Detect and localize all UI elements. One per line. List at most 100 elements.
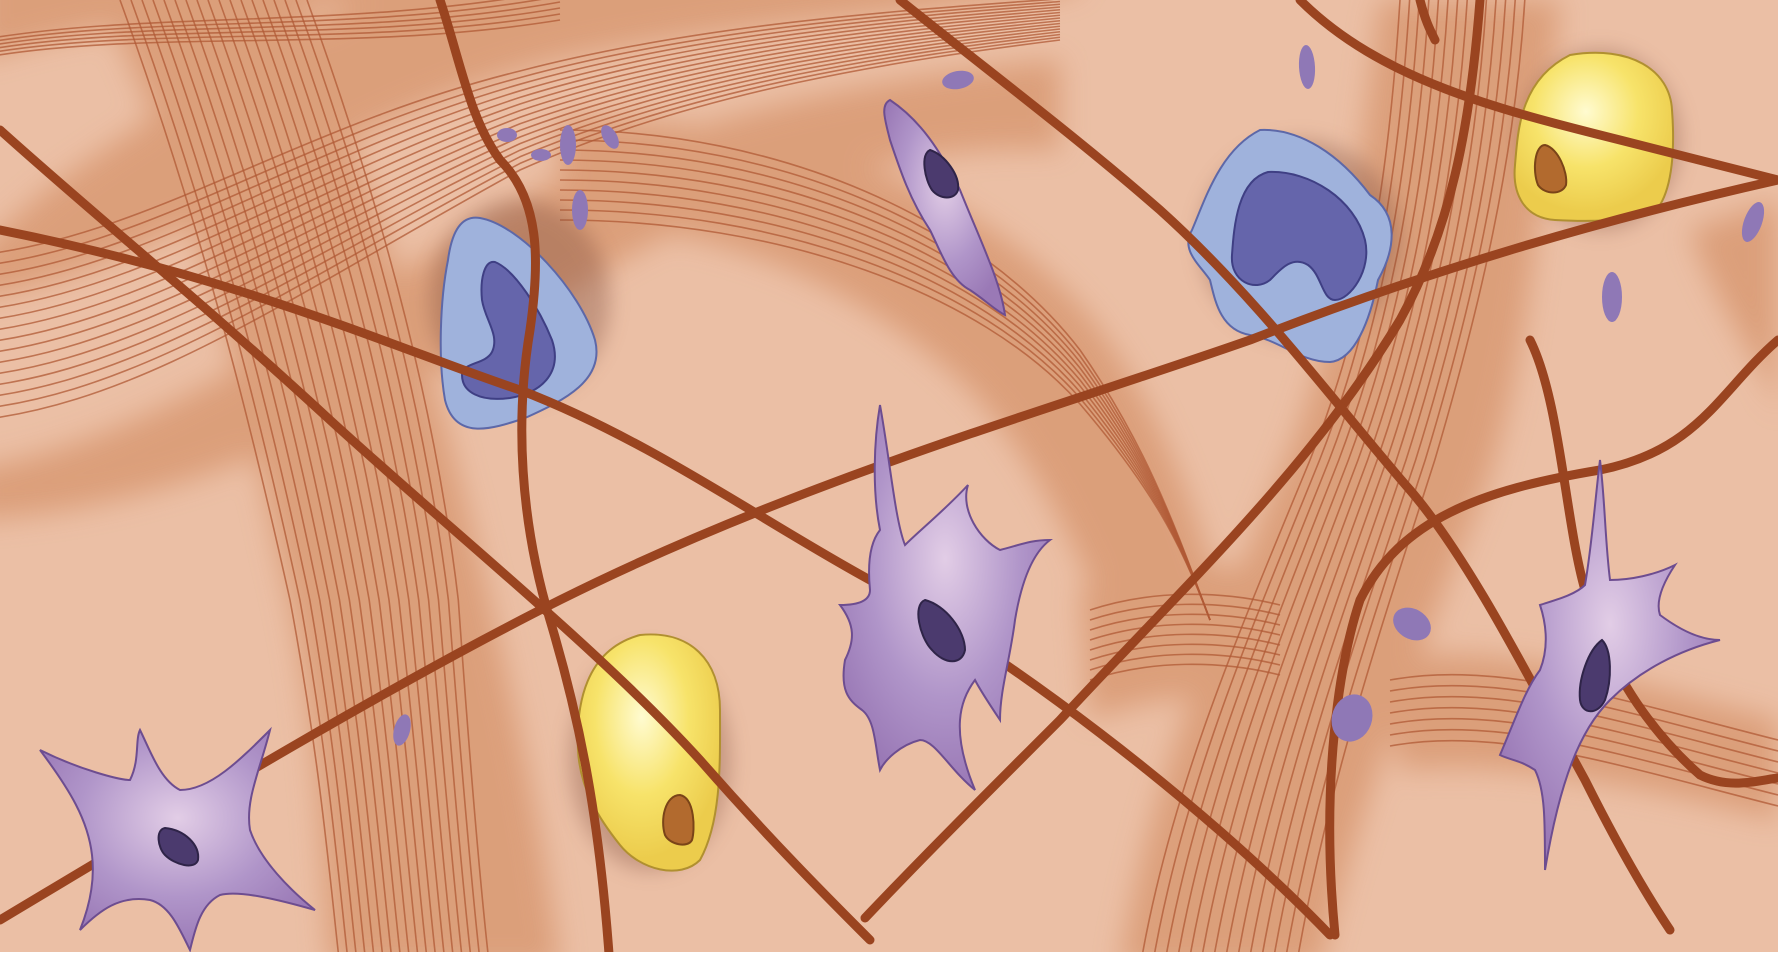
fibroblast-nucleus	[1578, 638, 1611, 713]
collagen-fiber	[1139, 0, 1401, 968]
collagen-fiber	[295, 0, 482, 968]
collagen-fiber	[0, 36, 1061, 408]
granule	[601, 125, 619, 149]
collagen-fiber	[559, 219, 1211, 621]
fibroblast-nucleus	[917, 598, 967, 663]
collagen-bundle	[100, 0, 560, 968]
collagen-fiber	[0, 0, 505, 38]
granule	[1393, 607, 1431, 641]
collagen-fiber	[1089, 623, 1281, 641]
collagen-fiber	[0, 11, 1061, 309]
elastic-fiber	[435, 0, 615, 968]
collagen-fiber	[130, 0, 350, 968]
macrophage-nucleus	[1230, 170, 1368, 302]
granule	[1331, 694, 1373, 742]
granule	[1741, 202, 1765, 242]
collagen-fiber	[1089, 643, 1281, 661]
collagen-fiber	[119, 0, 341, 968]
collagen-fiber	[262, 0, 456, 968]
collagen-bundle	[0, 0, 386, 54]
collagen-fiber	[0, 3, 1061, 276]
collagen-bundle	[560, 119, 1230, 651]
macrophage-nucleus	[460, 260, 556, 400]
granule	[531, 149, 551, 161]
elastic-fiber	[0, 125, 875, 945]
collagen-fiber	[152, 0, 368, 968]
granule	[1298, 45, 1316, 89]
bottom-edge	[0, 952, 1778, 968]
collagen-fiber	[306, 0, 491, 968]
collagen-fiber	[0, 30, 1061, 386]
elastic-fiber	[1295, 0, 1778, 185]
collagen-bundle	[1690, 200, 1778, 420]
collagen-fiber	[0, 7, 561, 49]
elastic-fiber	[1325, 335, 1778, 940]
adipocyte-nucleus	[1533, 143, 1568, 194]
granules	[393, 45, 1765, 746]
collagen-fiber	[0, 33, 1061, 397]
collagen-fiber	[1089, 613, 1281, 631]
collagen-fiber	[1187, 0, 1440, 968]
elastic-fiber	[0, 225, 1335, 940]
fibroblast-body	[838, 404, 1053, 791]
collagen-fiber	[1211, 0, 1459, 968]
granule	[560, 125, 576, 165]
granule	[497, 128, 517, 142]
collagen-fiber	[0, 14, 1061, 320]
collagen-fiber	[0, 19, 1061, 342]
collagen-fiber	[251, 0, 447, 968]
fibroblast-nucleus	[157, 826, 200, 867]
collagen-fiber	[0, 17, 1061, 331]
collagen-fiber	[0, 0, 1061, 265]
collagen-fiber	[284, 0, 473, 968]
collagen-fiber	[163, 0, 376, 968]
granule	[1602, 272, 1622, 322]
granule	[572, 190, 588, 230]
collagen-fiber	[1089, 633, 1281, 651]
collagen-fiber	[1089, 603, 1281, 621]
collagen-fiber	[0, 0, 542, 42]
collagen-fiber	[1259, 0, 1497, 968]
collagen-fiber	[273, 0, 464, 968]
fibroblast-cell	[1498, 459, 1721, 871]
fibroblast-cell	[883, 98, 1007, 317]
collagen-fiber	[174, 0, 385, 968]
collagen-fiber	[1089, 663, 1281, 681]
collagen-fiber	[0, 39, 1061, 419]
collagen-bundle	[1080, 566, 1290, 720]
collagen-fiber	[0, 0, 1054, 254]
collagen-fiber	[1199, 0, 1449, 968]
collagen-fiber	[1175, 0, 1430, 968]
collagen-fiber	[240, 0, 438, 968]
adipocyte-nucleus	[662, 793, 695, 846]
fibroblast-cell	[838, 404, 1053, 791]
collagen-fiber	[1247, 0, 1488, 968]
elastic-fiber	[895, 0, 1675, 935]
fibroblasts	[39, 98, 1721, 953]
collagen-fiber	[1271, 0, 1507, 968]
collagen-fiber	[1283, 0, 1516, 968]
collagen-fiber	[1223, 0, 1468, 968]
collagen-fiber	[141, 0, 359, 968]
collagen-fiber	[229, 0, 429, 968]
adipocyte-cell	[576, 633, 722, 872]
collagen-fiber	[0, 1, 561, 45]
fibroblast-cell	[39, 726, 316, 953]
elastic-fiber	[860, 0, 1485, 923]
collagen-fiber	[218, 0, 420, 968]
granule	[393, 714, 411, 746]
elastic-fiber	[0, 175, 1778, 925]
collagen-fiber	[207, 0, 412, 968]
fibroblast-nucleus	[923, 148, 960, 199]
collagen-fiber	[0, 28, 1061, 375]
granule	[942, 70, 974, 90]
collagen-fiber	[185, 0, 394, 968]
elastic-fiber	[1415, 0, 1440, 45]
collagen-fiber	[0, 13, 561, 52]
collagen-fiber	[0, 25, 1061, 364]
collagen-fiber	[196, 0, 403, 968]
